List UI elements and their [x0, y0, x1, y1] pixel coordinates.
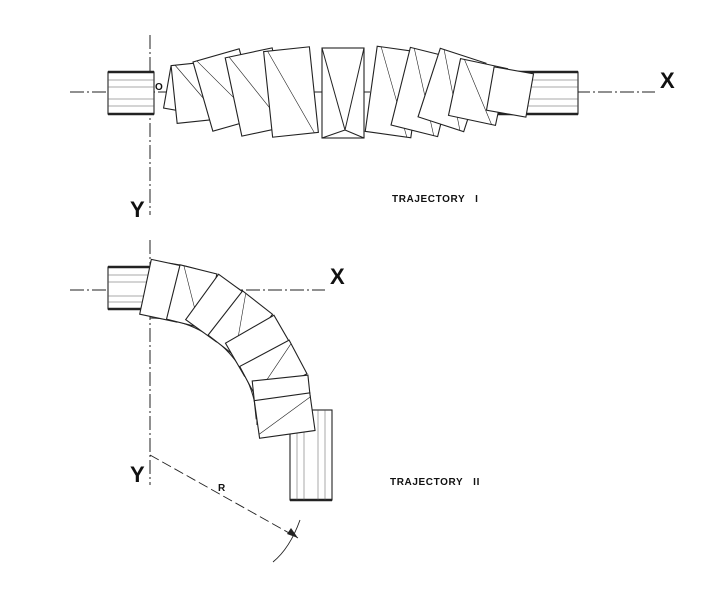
trajectory-1-block [263, 46, 319, 138]
y-axis-label-2: Y [130, 462, 145, 487]
radius-line [149, 454, 299, 539]
radius-arrowhead [287, 528, 298, 538]
radius-arc-end [272, 519, 301, 563]
y-axis-label-1: Y [130, 197, 145, 222]
trajectory-1-block [485, 66, 535, 118]
radius-label: R [218, 483, 226, 494]
x-axis-label-1: X [660, 68, 675, 93]
trajectory-1-caption: TRAJECTORY I [392, 194, 479, 205]
trajectory-2-blocks [139, 258, 316, 439]
trajectory-2-caption: TRAJECTORY II [390, 477, 480, 488]
trajectory-1-blocks [162, 45, 535, 139]
trajectory-1: X Y O TRAJECTORY I [70, 35, 675, 222]
left-fixed-block [107, 70, 155, 116]
x-axis-label-2: X [330, 264, 345, 289]
trajectory-2: X Y R TRAJECTORY II [70, 240, 480, 563]
trajectory-2-block [253, 392, 316, 439]
origin-label: O [155, 82, 163, 93]
center-block [321, 47, 365, 139]
